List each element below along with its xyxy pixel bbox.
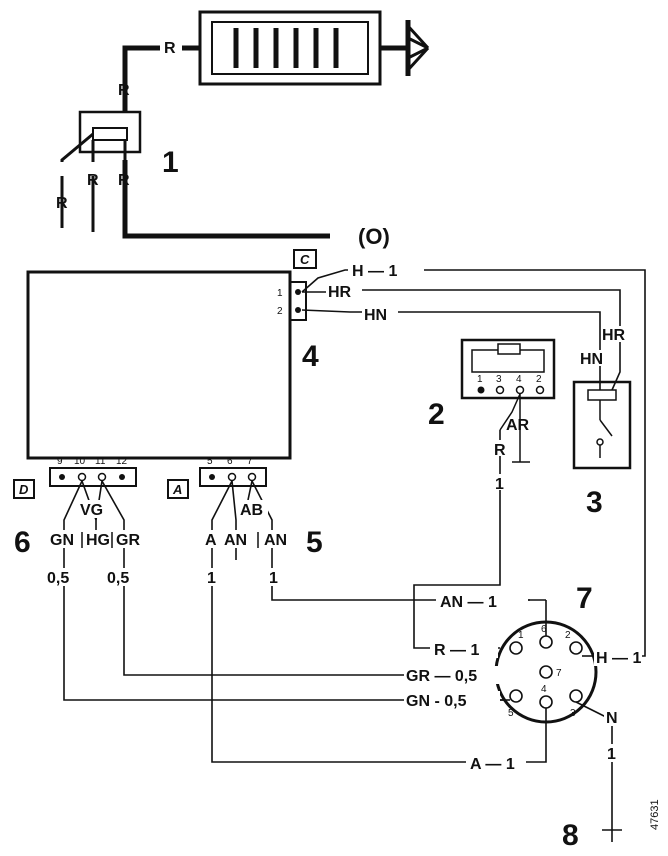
callout-4: 4	[302, 340, 319, 373]
wire-label-1-relay: 1	[495, 476, 504, 493]
wire-label-n: N	[606, 710, 618, 727]
relay-2: 1 3 4 2	[460, 338, 556, 400]
svg-text:2: 2	[565, 630, 571, 641]
wire-label-gr: GR	[116, 532, 140, 549]
wire-label-an-left: AN	[224, 532, 247, 549]
callout-5: 5	[306, 526, 323, 559]
svg-text:6: 6	[541, 624, 547, 635]
callout-8: 8	[562, 819, 579, 852]
svg-text:D: D	[19, 482, 29, 497]
svg-text:4: 4	[516, 374, 522, 385]
svg-text:7: 7	[247, 456, 253, 467]
svg-text:6: 6	[227, 456, 233, 467]
callout-6: 6	[14, 526, 31, 559]
svg-text:2: 2	[277, 306, 283, 317]
wires-a	[211, 480, 530, 763]
radio-unit	[26, 270, 292, 460]
wire-label-an-size: 1	[269, 570, 278, 587]
wire-label-gn: GN	[50, 532, 74, 549]
wire-label-ab: AB	[240, 502, 263, 519]
wire-label-vg: VG	[80, 502, 103, 519]
wire-label-an-right: AN	[264, 532, 287, 549]
connector-c: C 1 2	[277, 249, 317, 321]
wire-label-a-1: A — 1	[470, 756, 515, 773]
wire-label-hn-right: HN	[580, 351, 603, 368]
round-connector-7: 1 2 3 4 5 6 7	[494, 620, 598, 724]
wire-label-gn-05: GN - 0,5	[406, 693, 467, 710]
wire-label-r-left: R	[56, 195, 68, 212]
svg-text:A: A	[172, 482, 182, 497]
svg-text:12: 12	[116, 456, 128, 467]
svg-text:9: 9	[57, 456, 63, 467]
wire-label-gn-size: 0,5	[47, 570, 69, 587]
callout-3: 3	[586, 486, 603, 519]
wire-label-hr-right: HR	[602, 327, 626, 344]
wire-label-r-relay: R	[494, 442, 506, 459]
svg-text:C: C	[300, 252, 310, 267]
wire-label-gr-size: 0,5	[107, 570, 129, 587]
wire-label-r-right: R	[118, 172, 130, 189]
wire-label-n-size: 1	[607, 746, 616, 763]
svg-text:1: 1	[277, 288, 283, 299]
svg-text:4: 4	[541, 684, 547, 695]
wire-hn	[301, 309, 601, 390]
svg-text:10: 10	[74, 456, 86, 467]
connector-d: D 9 10 11 12	[13, 456, 137, 499]
switch-3	[572, 380, 632, 470]
svg-text:1: 1	[477, 374, 483, 385]
aerial-symbol: (O)	[358, 224, 390, 249]
wire-r-relay	[413, 430, 501, 649]
connector-a: A 5 6 7	[167, 456, 267, 499]
reference-number: 47631	[649, 799, 661, 830]
wire-label-an-1: AN — 1	[440, 594, 497, 611]
wire-label-ar: AR	[506, 417, 530, 434]
wire-label-r-1: R — 1	[434, 642, 479, 659]
wire-hr	[302, 289, 621, 391]
wire-label-h-1-right: H — 1	[596, 650, 641, 667]
svg-text:3: 3	[570, 708, 576, 719]
wire-label-a-size: 1	[207, 570, 216, 587]
svg-text:5: 5	[207, 456, 213, 467]
wire-label-r-vertical: R	[118, 82, 130, 99]
svg-text:1: 1	[518, 630, 524, 641]
callout-1: 1	[162, 146, 179, 179]
wire-label-hg: HG	[86, 532, 110, 549]
svg-text:11: 11	[95, 456, 106, 467]
wire-label-r-middle: R	[87, 172, 99, 189]
callout-2: 2	[428, 398, 445, 431]
svg-text:5: 5	[508, 708, 514, 719]
wire-label-a: A	[205, 532, 217, 549]
wire-label-r-top: R	[164, 40, 176, 57]
wire-amplifier-feed	[122, 44, 200, 112]
wire-label-gr-05: GR — 0,5	[406, 668, 477, 685]
connector-1	[56, 110, 330, 239]
svg-text:2: 2	[536, 374, 542, 385]
svg-text:3: 3	[496, 374, 502, 385]
svg-text:7: 7	[556, 668, 562, 679]
wire-label-h-1: H — 1	[352, 263, 397, 280]
wire-label-hr: HR	[328, 284, 352, 301]
antenna-amplifier	[198, 10, 430, 86]
relay-ground	[499, 393, 530, 463]
wire-label-hn: HN	[364, 307, 387, 324]
callout-7: 7	[576, 582, 593, 615]
